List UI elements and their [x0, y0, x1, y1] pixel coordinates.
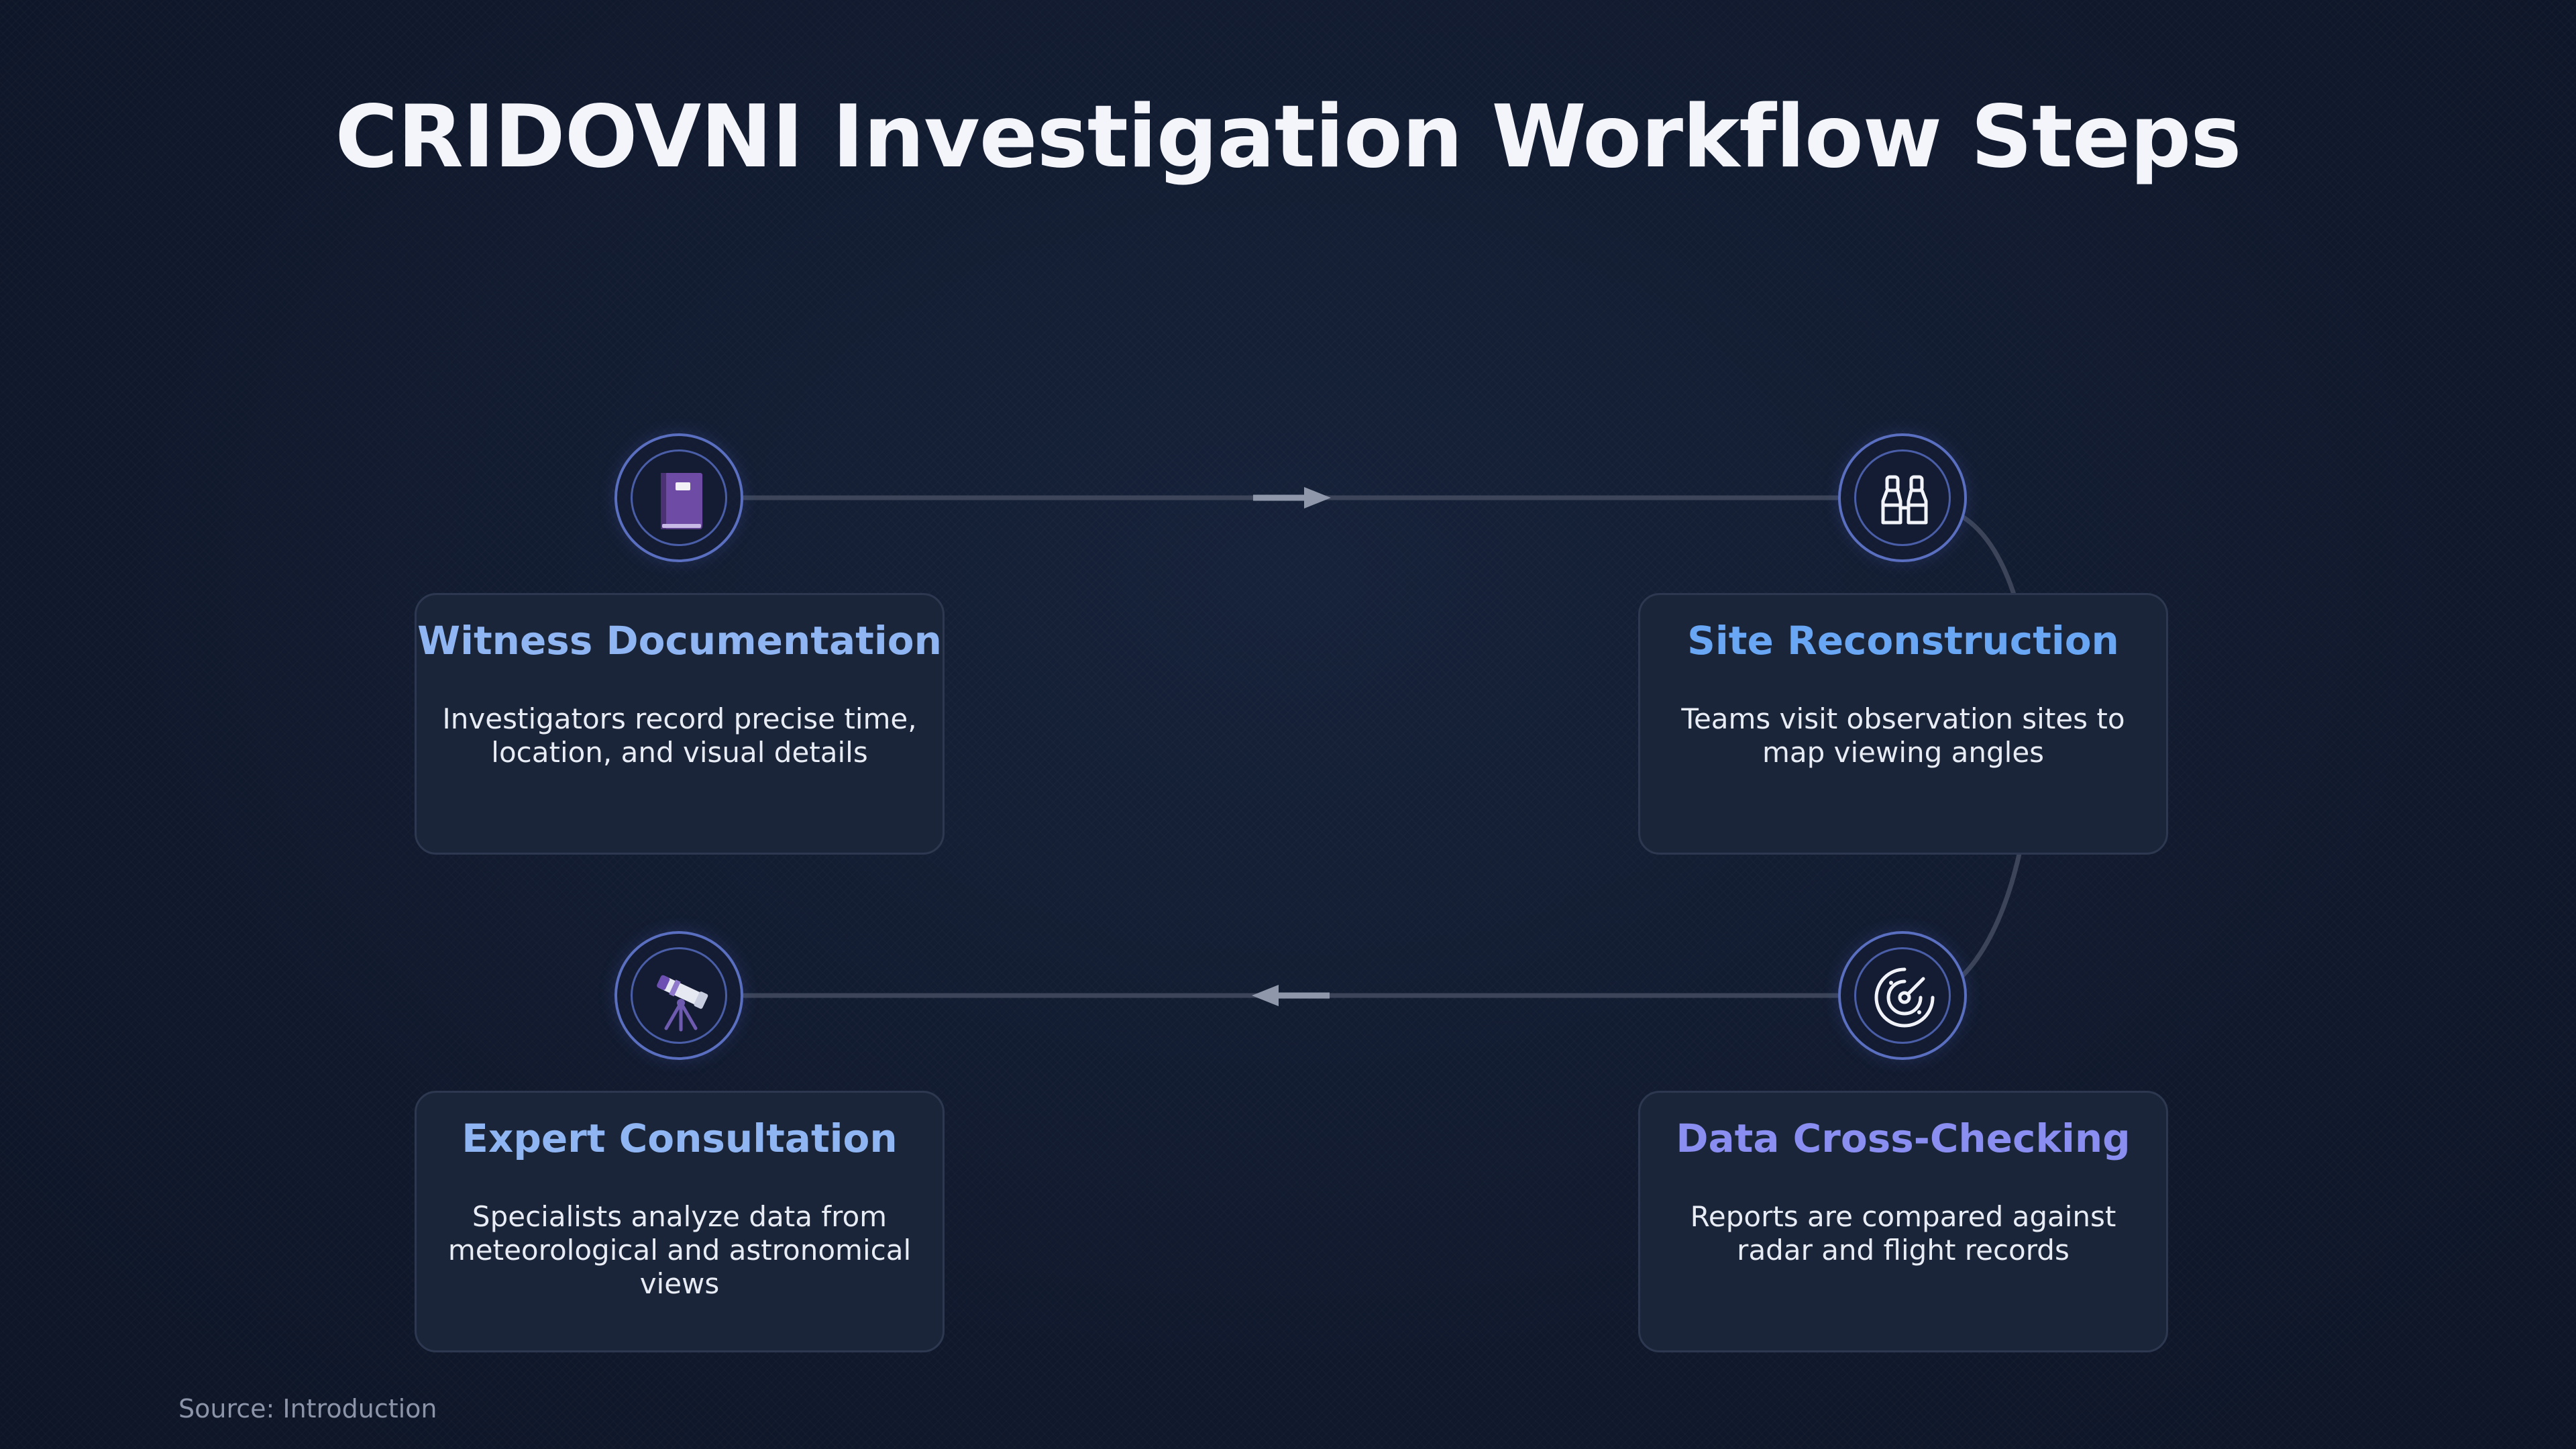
arrow-left-icon [1252, 985, 1330, 1006]
telescope-icon [657, 975, 708, 1032]
step-card-site-reconstruction: Site Reconstruction Teams visit observat… [1638, 593, 2168, 855]
step-description: Specialists analyze data from meteorolog… [447, 1200, 912, 1300]
step-title: Expert Consultation [462, 1116, 898, 1161]
step-description: Investigators record precise time, locat… [442, 702, 917, 769]
step-description: Reports are compared against radar and f… [1690, 1200, 2116, 1267]
radar-icon [1874, 967, 1935, 1028]
arrow-right-icon [1253, 487, 1331, 508]
binoculars-icon [1881, 475, 1928, 525]
step-description: Teams visit observation sites to map vie… [1681, 702, 2125, 769]
source-note: Source: Introduction [178, 1394, 437, 1424]
step-title: Witness Documentation [417, 618, 942, 663]
notebook-icon [661, 473, 702, 529]
step-2-icon-badge [1838, 433, 1967, 562]
step-card-data-cross-checking: Data Cross-Checking Reports are compared… [1638, 1091, 2168, 1352]
step-card-expert-consultation: Expert Consultation Specialists analyze … [415, 1091, 945, 1352]
step-4-icon-badge [614, 931, 743, 1060]
page-title: CRIDOVNI Investigation Workflow Steps [335, 87, 2241, 187]
step-1-icon-badge [614, 433, 743, 562]
step-title: Site Reconstruction [1687, 618, 2119, 663]
step-title: Data Cross-Checking [1676, 1116, 2131, 1161]
step-3-icon-badge [1838, 931, 1967, 1060]
step-card-witness-documentation: Witness Documentation Investigators reco… [415, 593, 945, 855]
